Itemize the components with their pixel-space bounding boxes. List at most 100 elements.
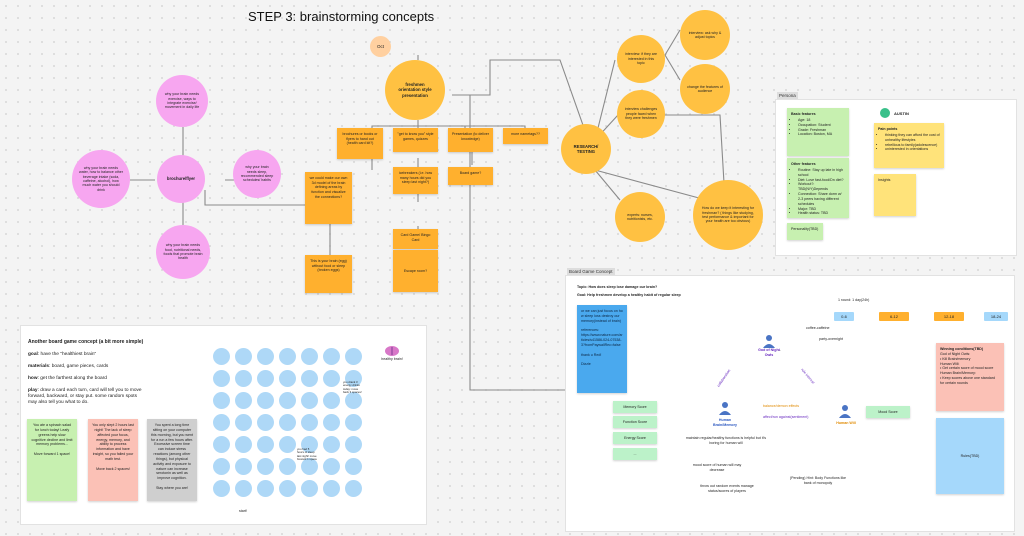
research-challenges-circle[interactable]: interview challenges people faced when t… <box>617 90 665 138</box>
research-audience-circle[interactable]: change the features of audience <box>680 64 730 114</box>
board-space <box>235 348 252 365</box>
page-title: STEP 3: brainstorming concepts <box>248 9 435 24</box>
boardgame-frame: Topic: How does sleep lose damage our br… <box>565 275 1015 532</box>
persona-other-item: Major: TBD <box>798 207 845 212</box>
persona-label: Persona <box>777 92 798 99</box>
pink-sleep-circle[interactable]: why your brain needs sleep, recommended … <box>233 150 281 198</box>
board-space <box>301 370 318 387</box>
board-space <box>213 348 230 365</box>
board-space <box>345 480 362 497</box>
board-space <box>213 392 230 409</box>
board-space <box>235 392 252 409</box>
persona-insights: Insights <box>874 174 916 216</box>
winning-text: God of Night Owls: • Kill Brain/memory H… <box>940 351 996 385</box>
note-escape-room[interactable]: Escape room? <box>393 250 438 292</box>
oct-node[interactable]: Oct <box>370 36 391 57</box>
winning-title: Winning conditions(TBD) <box>940 347 984 351</box>
board-space <box>235 414 252 431</box>
note-get-to-know-you[interactable]: "get to know you" style games, quizzes <box>393 128 438 152</box>
research-testing-circle[interactable]: RESEARCH/ TESTING <box>561 124 611 174</box>
pink-exercise-circle[interactable]: why your brain needs exercise, ways to i… <box>156 75 208 127</box>
board-space <box>257 436 274 453</box>
board-space <box>235 436 252 453</box>
board-space <box>301 458 318 475</box>
note-egg-brain[interactable]: This is your brain (egg) without food or… <box>305 255 352 293</box>
score-memory: Memory Score <box>613 401 657 413</box>
spot-five-hours: you had 5 hours of sleep last night! mov… <box>297 447 317 462</box>
note-card-game-bingo[interactable]: Card Game/ Bingo Card <box>393 229 438 249</box>
spot-energy-drinks: you drank 3 energy drinks today: move ba… <box>343 380 362 395</box>
persona-basic-item: Location: Boston, MA <box>798 132 832 137</box>
board-space <box>301 480 318 497</box>
persona-other-item: Workout?: TBD(N/Y)Depends <box>798 182 845 192</box>
boardgame-blue-note: or we can just focus on how sleep loss d… <box>577 305 627 393</box>
persona-basic-title: Basic features <box>791 112 816 116</box>
persona-basic-item: Age: 18 <box>798 118 832 123</box>
simple-how-line: how: get the farthest along the board <box>28 376 107 381</box>
persona-personality: Personality(TBD) <box>787 223 823 240</box>
board-space <box>345 414 362 431</box>
note-board-game[interactable]: Board game? <box>448 167 493 185</box>
research-experts-circle[interactable]: experts: nurses, nutritionists, etc. <box>615 192 665 242</box>
persona-frame: Basic features Age: 18 Occupation: Stude… <box>775 99 1017 256</box>
score-energy: Energy Score <box>613 432 657 444</box>
board-space <box>235 370 252 387</box>
card-spinach: You ate a spinach salad for lunch today!… <box>27 419 77 501</box>
persona-pain-title: Pain points <box>878 127 898 131</box>
start-label: start! <box>239 509 247 513</box>
board-space <box>323 480 340 497</box>
time-slot-6-12: 6-12 <box>879 312 909 321</box>
time-slot-12-18: 12-18 <box>934 312 964 321</box>
board-space <box>235 458 252 475</box>
collaboration-label: collaboration <box>716 368 732 388</box>
boardgame-topic: Topic: How does sleep lose damage our br… <box>577 285 658 289</box>
rule-interest-label: rule interest <box>800 367 816 385</box>
persona-other-item: Health status: TBD <box>798 211 845 216</box>
board-space <box>213 414 230 431</box>
persona-name: AUSTIN <box>894 111 909 116</box>
note-presentation[interactable]: Presentation (to deliver knowledge) <box>448 128 493 152</box>
score-mood: Mood Score <box>866 406 910 418</box>
pink-water-circle[interactable]: why your brain needs water, how to balan… <box>72 150 130 208</box>
note-pending: (Pending) Hint: Body Functions like bank… <box>789 476 847 485</box>
board-space <box>257 370 274 387</box>
board-space <box>323 348 340 365</box>
board-space <box>301 436 318 453</box>
affect-label: affect/run against(sentiment) <box>763 415 809 419</box>
note-more-nametags[interactable]: more nametags?? <box>503 128 548 144</box>
round-label: 1 round: 1 day(24h) <box>838 298 870 302</box>
brochure-flyer-circle[interactable]: brochure/flyer <box>157 155 205 203</box>
board-space <box>279 458 296 475</box>
score-more: ... <box>613 448 657 460</box>
board-space <box>345 348 362 365</box>
board-space <box>213 436 230 453</box>
research-interest-circle[interactable]: interview: if they are interested in thi… <box>617 35 665 83</box>
god-owl-icon <box>762 334 776 348</box>
simple-concept-frame: Another board game concept (a bit more s… <box>20 325 427 525</box>
persona-other-title: Other features <box>791 162 816 166</box>
board-space <box>323 414 340 431</box>
board-space <box>323 458 340 475</box>
boardgame-goal: Goal: Help freshmen develop a healthy ha… <box>577 293 681 297</box>
note-3d-brain-model[interactable]: we could make our own 3d model of the br… <box>305 172 352 224</box>
board-space <box>279 436 296 453</box>
research-ask-why-circle[interactable]: interview: ask why & adjust topics <box>680 10 730 60</box>
board-space <box>323 392 340 409</box>
research-interesting-circle[interactable]: How do we keep it interesting for freshm… <box>693 180 763 250</box>
score-function: Function Score <box>613 416 657 428</box>
board-space <box>279 348 296 365</box>
board-space <box>213 458 230 475</box>
card-sleep: You only slept 2 hours last night! The l… <box>88 419 138 501</box>
healthy-brain-label: healthy brain! <box>381 357 403 361</box>
presentation-hub-circle[interactable]: freshmen orientation style presentation <box>385 60 445 120</box>
note-brochures-books[interactable]: brochures or books or flyers to hand out… <box>337 128 383 159</box>
god-label: God of Night Owls <box>758 348 780 357</box>
board-space <box>257 458 274 475</box>
board-space <box>323 370 340 387</box>
human-will-icon <box>838 404 852 418</box>
persona-other-item: Connection: Share dorm w/ 2-3 peers havi… <box>798 192 845 207</box>
time-slot-18-24: 18-24 <box>984 312 1008 321</box>
pink-food-circle[interactable]: why your brain needs food, nutritional n… <box>156 225 210 279</box>
simple-play-line: play: draw a card each turn, card will t… <box>28 388 142 406</box>
note-icebreakers[interactable]: icebreakers (i.e. how many hours did you… <box>393 167 438 194</box>
